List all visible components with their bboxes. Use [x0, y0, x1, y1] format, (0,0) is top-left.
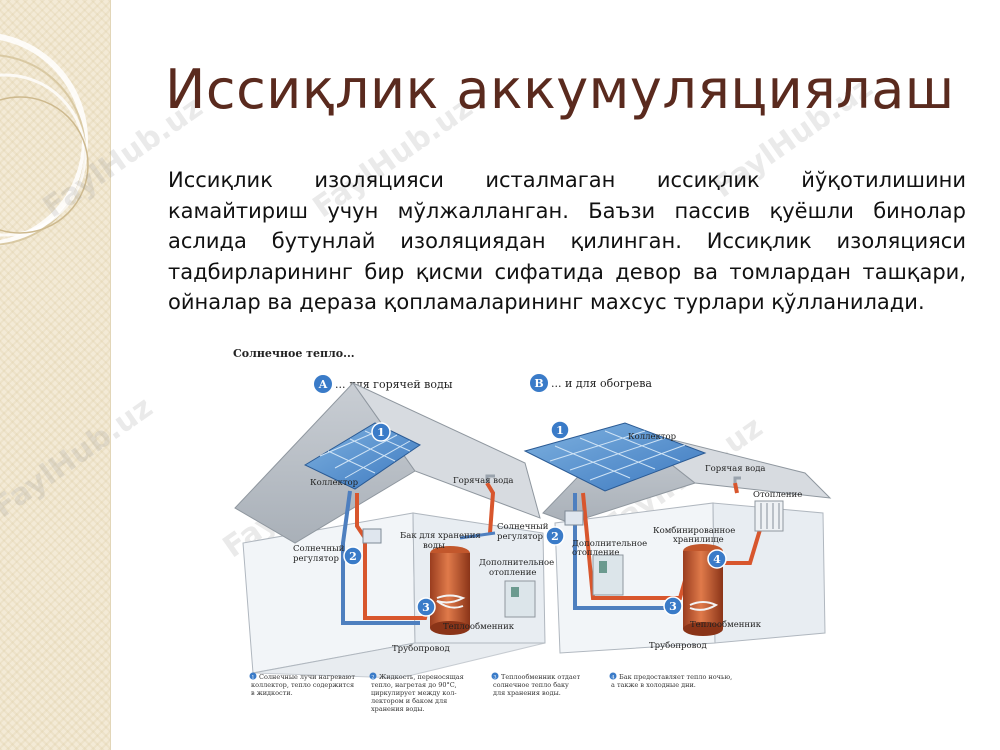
- label-a-text: ... для горячей воды: [335, 378, 453, 391]
- badge-4-icon: [707, 549, 727, 569]
- badge-2-number: 2: [551, 530, 559, 543]
- faucet-icon: [485, 474, 495, 483]
- pipeline-label: Трубопровод: [392, 643, 450, 654]
- extra-heating-label: Дополнительное: [479, 558, 554, 568]
- note-3-line: для хранения воды.: [493, 689, 561, 697]
- note-4-number: 4: [611, 675, 614, 681]
- note-3: 3 Теплообменник отдает солнечное тепло б…: [491, 672, 581, 697]
- storage-tank-label: Бак для хранения: [400, 531, 481, 541]
- solar-regulator-icon: [564, 510, 584, 526]
- figure-heading: Солнечное тепло...: [233, 347, 355, 360]
- badge-3-icon: [416, 597, 436, 617]
- note-4-line: а также в холодные дни.: [611, 681, 696, 689]
- extra-heating-label: отопление: [489, 568, 536, 578]
- label-a: A ... для горячей воды: [314, 375, 453, 393]
- heat-exchanger-label: Теплообменник: [443, 621, 515, 632]
- note-4-icon: [609, 672, 617, 680]
- hot-water-label: Горячая вода: [705, 464, 766, 474]
- note-2-line: хранения воды.: [371, 705, 425, 713]
- extra-heating-label: отопление: [572, 548, 619, 558]
- heating-label: Отопление: [753, 490, 802, 500]
- note-4: 4 Бак предоставляет тепло ночью, а также…: [609, 672, 732, 689]
- badge-1-number: 1: [556, 424, 564, 437]
- hot-water-label: Горячая вода: [453, 476, 514, 486]
- badge-2-number: 2: [349, 550, 357, 563]
- solar-regulator-icon: [362, 528, 382, 544]
- extra-heating-icon: [592, 554, 624, 596]
- badge-2-icon: [343, 546, 363, 566]
- extra-heating-icon: [504, 580, 536, 618]
- badge-3-icon: [663, 596, 683, 616]
- note-2: 2 Жидкость, переносящая тепло, нагретая …: [369, 672, 464, 713]
- solar-panel-icon: [303, 422, 421, 490]
- collector-label: Коллектор: [310, 478, 359, 488]
- note-1-icon: [249, 672, 257, 680]
- faucet-icon: [733, 476, 741, 483]
- note-1-line: в жидкости.: [251, 689, 293, 697]
- label-b-text: ... и для обогрева: [551, 377, 652, 390]
- badge-a-letter: A: [318, 378, 328, 391]
- note-3-line: солнечное тепло баку: [493, 681, 569, 689]
- label-b: B ... и для обогрева: [530, 374, 652, 392]
- storage-tank-label: воды: [423, 541, 445, 551]
- house-b: [523, 422, 832, 654]
- collector-label: Коллектор: [628, 432, 677, 442]
- extra-heating-label: Дополнительное: [572, 539, 647, 549]
- slide-title: Иссиқлик аккумуляциялаш: [165, 58, 955, 121]
- combined-storage-label: Комбинированное: [653, 525, 735, 536]
- note-2-line: циркулирует между кол-: [371, 689, 457, 697]
- badge-1-icon: [371, 422, 391, 442]
- note-2-number: 2: [371, 675, 374, 681]
- badge-4-number: 4: [713, 553, 721, 566]
- note-3-line: Теплообменник отдает: [501, 673, 581, 681]
- badge-3-number: 3: [669, 600, 677, 613]
- badge-2-icon: [545, 526, 565, 546]
- slide-paragraph: Иссиқлик изоляцияси исталмаган иссиқлик …: [168, 168, 966, 314]
- house-a: [234, 381, 546, 679]
- note-4-line: Бак предоставляет тепло ночью,: [619, 673, 732, 681]
- badge-3-number: 3: [422, 601, 430, 614]
- solar-regulator-label: Солнечный: [293, 544, 345, 554]
- note-2-icon: [369, 672, 377, 680]
- note-1-number: 1: [251, 675, 254, 681]
- note-2-line: Жидкость, переносящая: [379, 673, 464, 681]
- solar-regulator-label: Солнечный: [497, 522, 549, 532]
- heat-exchanger-label: Теплообменник: [690, 619, 762, 630]
- decorative-sidebar: [0, 0, 111, 750]
- badge-b-icon: [530, 374, 548, 392]
- badge-1-number: 1: [377, 426, 385, 439]
- note-2-line: лектором и баком для: [371, 697, 447, 705]
- solar-heating-diagram: Солнечное тепло... A ... для горячей вод…: [233, 347, 832, 713]
- badge-a-icon: [314, 375, 332, 393]
- note-2-line: тепло, нагретая до 90°C,: [371, 681, 457, 689]
- pipeline-label: Трубопровод: [649, 640, 707, 651]
- storage-tank-icon: [430, 546, 470, 635]
- decorative-circles-icon: [0, 33, 89, 247]
- note-1-line: Солнечные лучи нагревают: [259, 673, 355, 681]
- badge-1-icon: [550, 420, 570, 440]
- solar-regulator-label: регулятор: [293, 554, 340, 564]
- note-1-line: коллектор, тепло содержится: [251, 681, 354, 689]
- note-3-icon: [491, 672, 499, 680]
- note-3-number: 3: [493, 675, 496, 681]
- solar-regulator-label: регулятор: [497, 532, 544, 542]
- badge-b-letter: B: [534, 377, 543, 390]
- radiator-icon: [754, 500, 784, 532]
- note-1: 1 Солнечные лучи нагревают коллектор, те…: [249, 672, 355, 697]
- combined-storage-label: хранилище: [673, 535, 724, 545]
